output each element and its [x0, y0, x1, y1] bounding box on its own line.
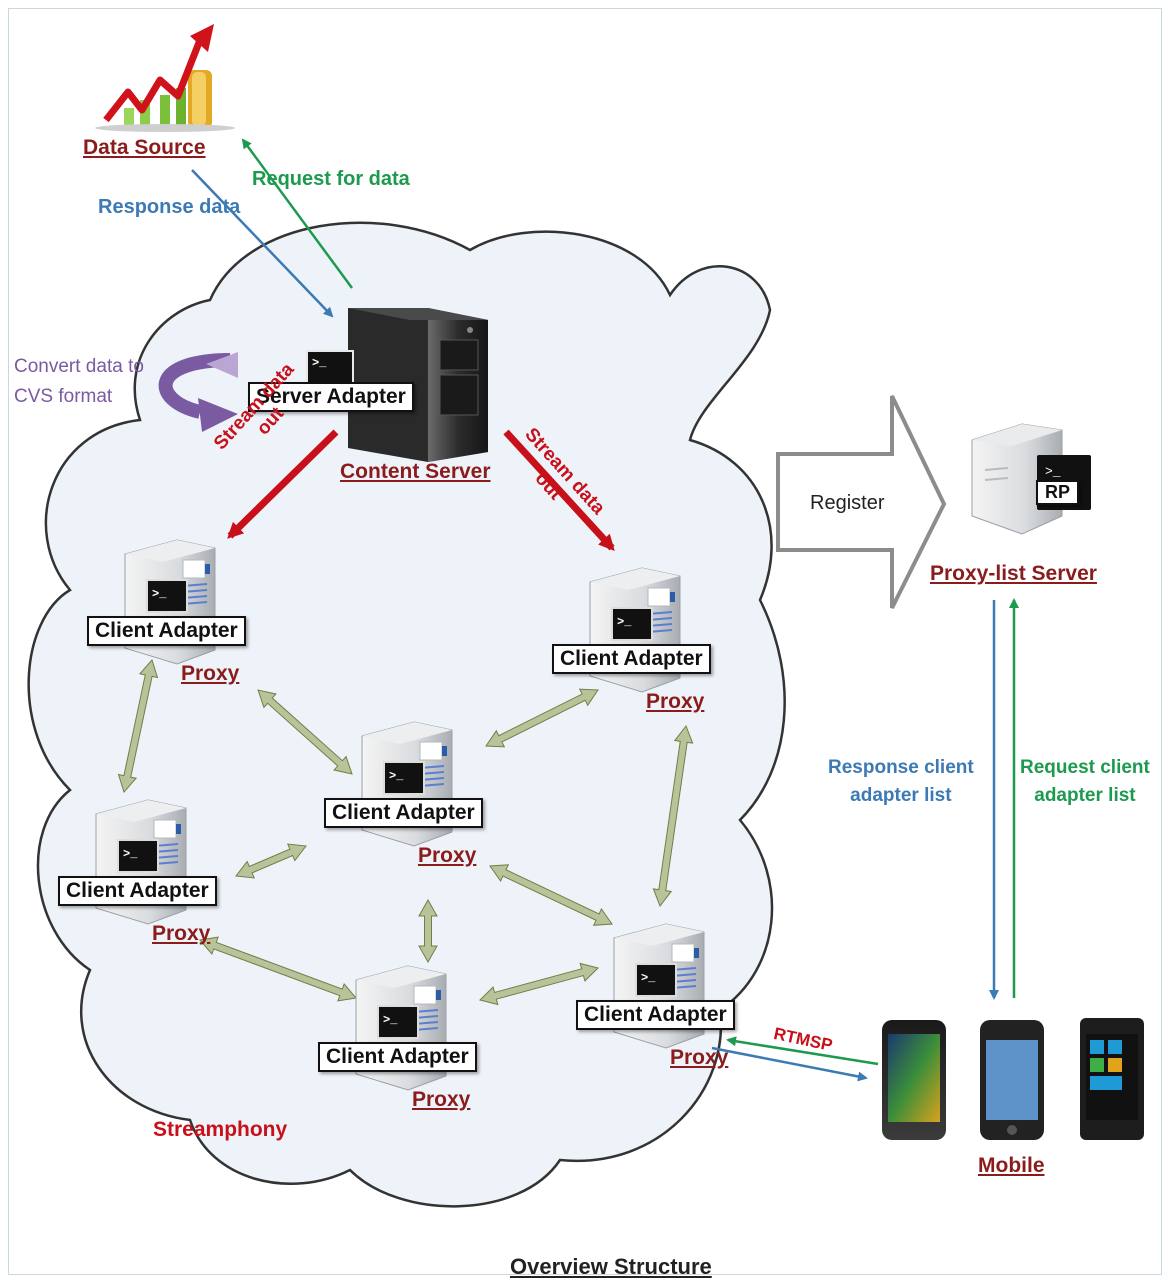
response-client-line2: adapter list	[850, 785, 952, 806]
content-server-icon	[348, 308, 488, 462]
convert-cycle-arrow-icon	[158, 352, 238, 432]
terminal-icon: >_	[383, 761, 425, 795]
register-arrow	[776, 395, 947, 609]
client-adapter-box: Client Adapter	[87, 616, 246, 646]
svg-text:>_: >_	[152, 587, 167, 601]
bidirectional-link-arrow	[485, 688, 599, 748]
terminal-icon: >_	[117, 839, 159, 873]
rtmsp-request-arrow	[726, 1036, 879, 1066]
terminal-icon: >_	[635, 963, 677, 997]
stream-out-right-arrow	[503, 429, 615, 551]
rtmsp-response-arrow	[711, 1046, 868, 1082]
bidirectional-link-arrow	[117, 659, 159, 793]
stream-out-left-arrow	[227, 429, 339, 539]
response-client-list-label: Response client adapter list	[828, 754, 974, 810]
data-source-label: Data Source	[83, 136, 206, 159]
bidirectional-link-arrow	[235, 843, 307, 879]
proxy-list-server-icon: >_	[971, 423, 1091, 535]
proxy-label: Proxy	[181, 662, 240, 685]
svg-text:>_: >_	[641, 971, 656, 985]
windows-phone-icon	[1080, 1018, 1144, 1140]
client-adapter-box: Client Adapter	[576, 1000, 735, 1030]
proxy-label: Proxy	[646, 690, 705, 713]
proxy-links	[117, 659, 694, 1006]
response-client-line1: Response client	[828, 757, 974, 778]
proxy-label: Proxy	[152, 922, 211, 945]
data-source-chart-icon	[95, 24, 235, 132]
terminal-icon: >_	[377, 1005, 419, 1039]
client-adapter-box: Client Adapter	[58, 876, 217, 906]
server-terminal-icon: >_	[306, 350, 354, 386]
iphone-icon	[980, 1020, 1044, 1140]
register-label: Register	[810, 492, 885, 514]
bidirectional-link-arrow	[489, 864, 613, 926]
proxy-label: Proxy	[412, 1088, 471, 1111]
proxy-label: Proxy	[670, 1046, 729, 1069]
svg-text:>_: >_	[1045, 464, 1061, 479]
convert-label-line1: Convert data to	[14, 356, 144, 377]
proxy-label: Proxy	[418, 844, 477, 867]
client-adapter-box: Client Adapter	[324, 798, 483, 828]
bidirectional-link-arrow	[479, 962, 599, 1006]
convert-label-line2: CVS format	[14, 386, 113, 407]
bidirectional-link-arrow	[257, 689, 353, 775]
response-data-label: Response data	[98, 196, 241, 218]
response-data-arrow	[191, 169, 334, 318]
request-for-data-label: Request for data	[252, 168, 410, 190]
overview-title: Overview Structure	[510, 1254, 712, 1279]
svg-text:>_: >_	[389, 769, 404, 783]
proxy-list-server-label: Proxy-list Server	[930, 562, 1097, 585]
svg-text:>_: >_	[383, 1013, 398, 1027]
terminal-icon: >_	[611, 607, 653, 641]
rp-badge: RP	[1036, 480, 1080, 505]
bidirectional-link-arrow	[652, 724, 694, 908]
request-for-data-arrow	[241, 138, 354, 289]
android-phone-icon	[882, 1020, 946, 1140]
request-client-line2: adapter list	[1034, 785, 1136, 806]
svg-text:>_: >_	[123, 847, 138, 861]
streamphony-label: Streamphony	[153, 1118, 288, 1141]
server-adapter-box: Server Adapter	[248, 382, 414, 412]
client-adapter-box: Client Adapter	[552, 644, 711, 674]
request-client-list-label: Request client adapter list	[1020, 754, 1150, 810]
svg-text:>_: >_	[617, 615, 632, 629]
client-adapter-box: Client Adapter	[318, 1042, 477, 1072]
request-client-line1: Request client	[1020, 757, 1150, 778]
mobile-label: Mobile	[978, 1154, 1045, 1177]
streamphony-cloud	[27, 221, 786, 1208]
bidirectional-link-arrow	[418, 898, 438, 964]
terminal-icon: >_	[146, 579, 188, 613]
content-server-label: Content Server	[340, 460, 491, 483]
